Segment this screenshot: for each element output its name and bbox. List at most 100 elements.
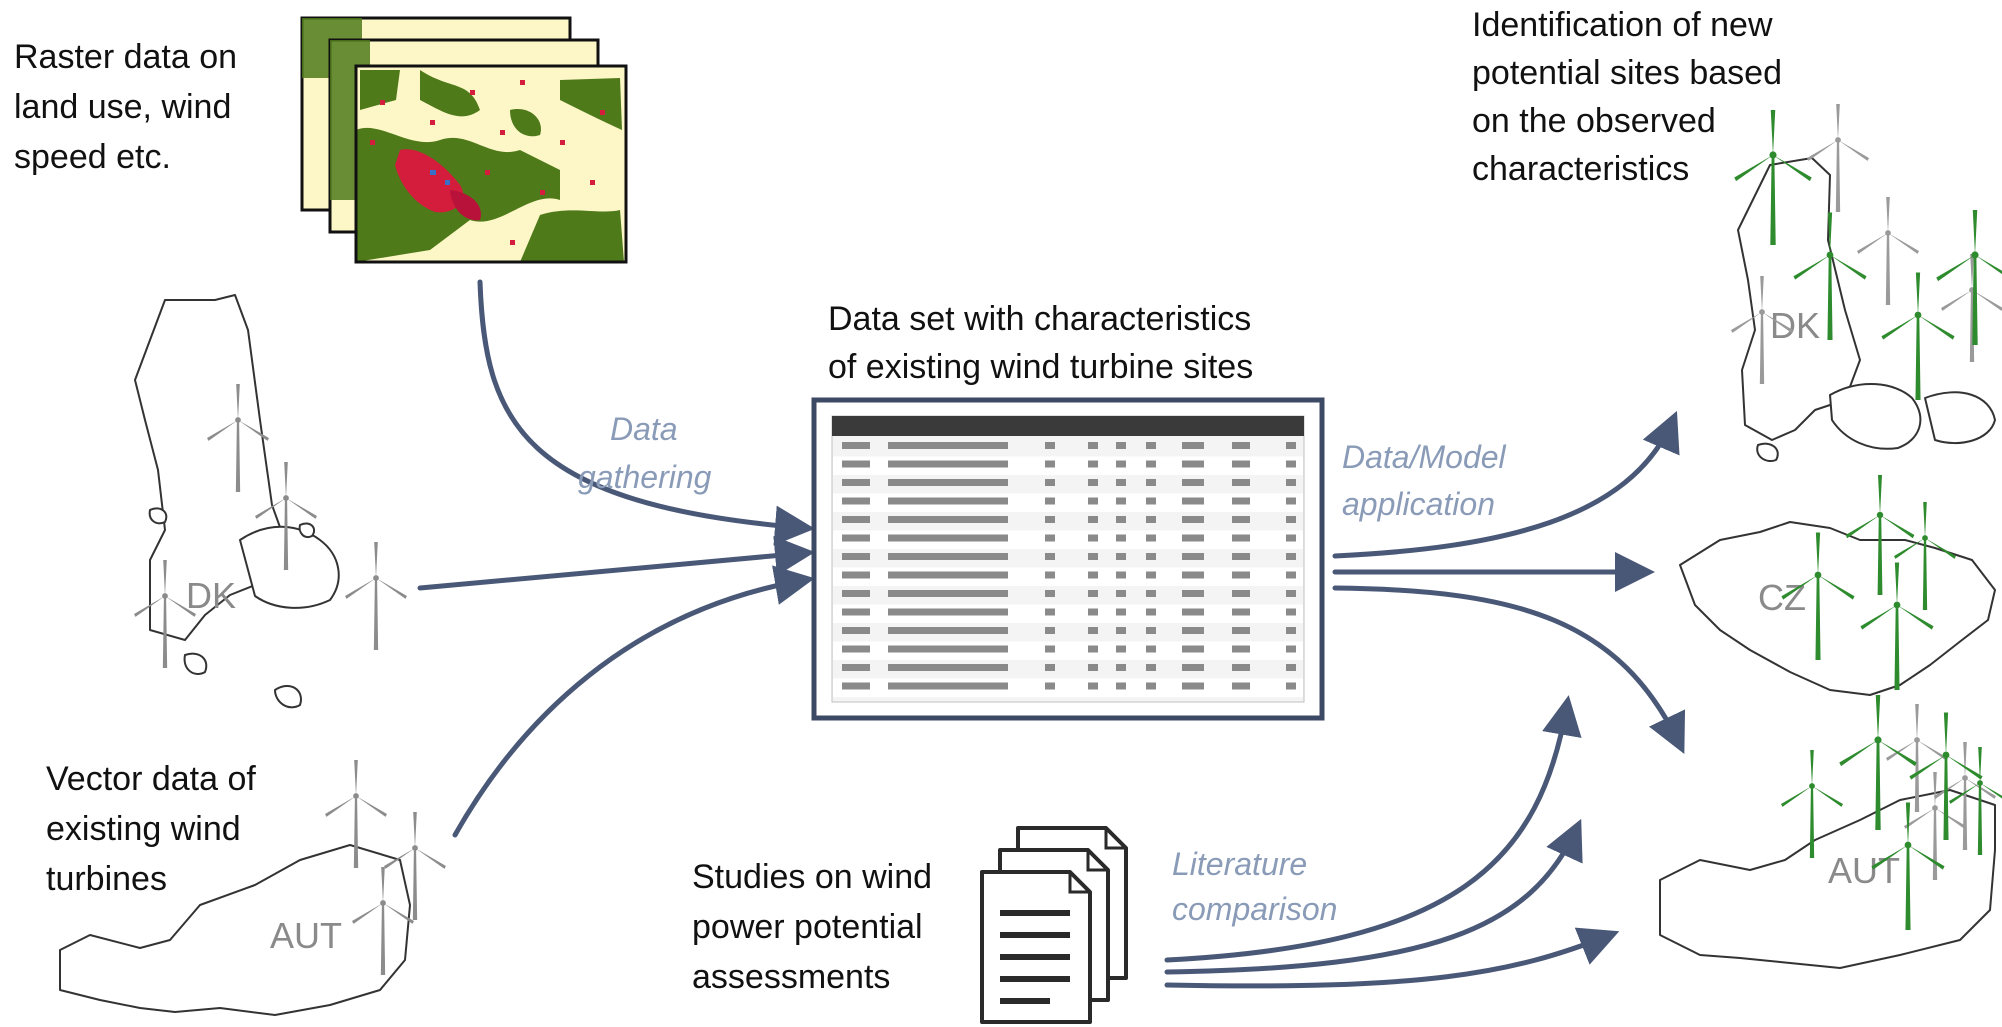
table-cell-placeholder [1286, 571, 1296, 579]
table-cell-placeholder [1045, 571, 1055, 579]
table-cell-placeholder [1116, 479, 1126, 486]
table-cell-placeholder [888, 553, 1008, 560]
right-dk-map [1737, 157, 1996, 462]
table-cell-placeholder [888, 627, 1008, 634]
table-cell-placeholder [1045, 590, 1055, 597]
table-cell-placeholder [1286, 497, 1296, 505]
table-cell-placeholder [1088, 516, 1098, 523]
step-gathering-line1: Data [610, 411, 678, 447]
table-cell-placeholder [1116, 627, 1126, 634]
table-cell-placeholder [1232, 645, 1250, 653]
table-cell-placeholder [842, 608, 870, 616]
output-title-line1: Identification of new [1472, 6, 1773, 44]
table-cell-placeholder [1146, 645, 1156, 653]
step-gathering-line2: gathering [578, 459, 712, 495]
table-cell-placeholder [1088, 534, 1098, 542]
table-cell-placeholder [888, 682, 1008, 690]
table-cell-placeholder [1116, 682, 1126, 690]
table-cell-placeholder [1045, 497, 1055, 505]
table-cell-placeholder [1232, 571, 1250, 579]
step-application-line2: application [1342, 486, 1495, 522]
table-cell-placeholder [888, 479, 1008, 486]
table-cell-placeholder [1116, 608, 1126, 616]
table-cell-placeholder [1182, 516, 1204, 523]
table-icon [811, 397, 1325, 721]
table-cell-placeholder [1182, 682, 1204, 690]
raster-stack-icon [300, 16, 628, 264]
raster-front-layer [354, 64, 628, 264]
table-rows [833, 442, 1303, 697]
wind-turbine-icon [1857, 197, 1919, 305]
table-cell-placeholder [1232, 627, 1250, 634]
table-cell-placeholder [1232, 664, 1250, 671]
table-cell-placeholder [1088, 442, 1098, 449]
output-title-line4: characteristics [1472, 150, 1689, 188]
table-cell-placeholder [1116, 534, 1126, 542]
vector-label-line3: turbines [46, 860, 167, 898]
table-cell-placeholder [1045, 442, 1055, 449]
raster-label-line2: land use, wind [14, 88, 231, 126]
table-cell-placeholder [1286, 553, 1296, 560]
raster-label-line3: speed etc. [14, 138, 171, 176]
table-cell-placeholder [1088, 479, 1098, 486]
table-cell-placeholder [842, 460, 870, 468]
step-literature-line2: comparison [1172, 891, 1337, 927]
table-cell-placeholder [888, 497, 1008, 505]
table-cell-placeholder [1146, 442, 1156, 449]
table-cell-placeholder [1116, 442, 1126, 449]
table-cell-placeholder [1182, 497, 1204, 505]
table-cell-placeholder [1146, 590, 1156, 597]
table-cell-placeholder [1116, 590, 1126, 597]
table-cell-placeholder [1088, 590, 1098, 597]
table-cell-placeholder [842, 534, 870, 542]
table-cell-placeholder [842, 442, 870, 449]
studies-label-line2: power potential [692, 908, 923, 946]
table-cell-placeholder [1182, 553, 1204, 560]
table-cell-placeholder [1182, 479, 1204, 486]
table-cell-placeholder [888, 590, 1008, 597]
table-cell-placeholder [1088, 571, 1098, 579]
table-cell-placeholder [888, 571, 1008, 579]
table-cell-placeholder [1088, 460, 1098, 468]
table-cell-placeholder [888, 664, 1008, 671]
table-cell-placeholder [1116, 516, 1126, 523]
table-cell-placeholder [1116, 553, 1126, 560]
table-cell-placeholder [1146, 682, 1156, 690]
table-cell-placeholder [1116, 645, 1126, 653]
raster-label-line1: Raster data on [14, 38, 237, 76]
studies-label-line1: Studies on wind [692, 858, 932, 896]
table-cell-placeholder [1088, 553, 1098, 560]
step-literature-line1: Literature [1172, 846, 1307, 882]
table-cell-placeholder [842, 497, 870, 505]
table-cell-placeholder [1182, 534, 1204, 542]
table-cell-placeholder [1232, 442, 1250, 449]
right-aut-map [1659, 789, 1996, 969]
table-cell-placeholder [1088, 497, 1098, 505]
dataset-title-line2: of existing wind turbine sites [828, 348, 1253, 386]
table-cell-placeholder [842, 645, 870, 653]
table-cell-placeholder [842, 682, 870, 690]
table-cell-placeholder [1088, 608, 1098, 616]
table-cell-placeholder [1286, 516, 1296, 523]
table-cell-placeholder [1146, 553, 1156, 560]
table-cell-placeholder [1286, 645, 1296, 653]
document-stack-icon [980, 826, 1128, 1024]
table-cell-placeholder [1146, 479, 1156, 486]
table-cell-placeholder [1045, 627, 1055, 634]
table-cell-placeholder [1232, 608, 1250, 616]
table-cell-placeholder [1146, 608, 1156, 616]
table-cell-placeholder [1182, 442, 1204, 449]
table-cell-placeholder [1045, 460, 1055, 468]
table-cell-placeholder [888, 608, 1008, 616]
studies-label-line3: assessments [692, 958, 890, 996]
table-cell-placeholder [1286, 534, 1296, 542]
wind-turbine-icon [1881, 272, 1955, 400]
right-cz-label: CZ [1758, 577, 1806, 618]
table-cell-placeholder [1182, 664, 1204, 671]
table-cell-placeholder [888, 516, 1008, 523]
wind-turbine-icon [1936, 210, 2002, 345]
table-cell-placeholder [1116, 497, 1126, 505]
wind-turbine-icon [345, 542, 407, 650]
table-cell-placeholder [1232, 516, 1250, 523]
table-cell-placeholder [1146, 460, 1156, 468]
